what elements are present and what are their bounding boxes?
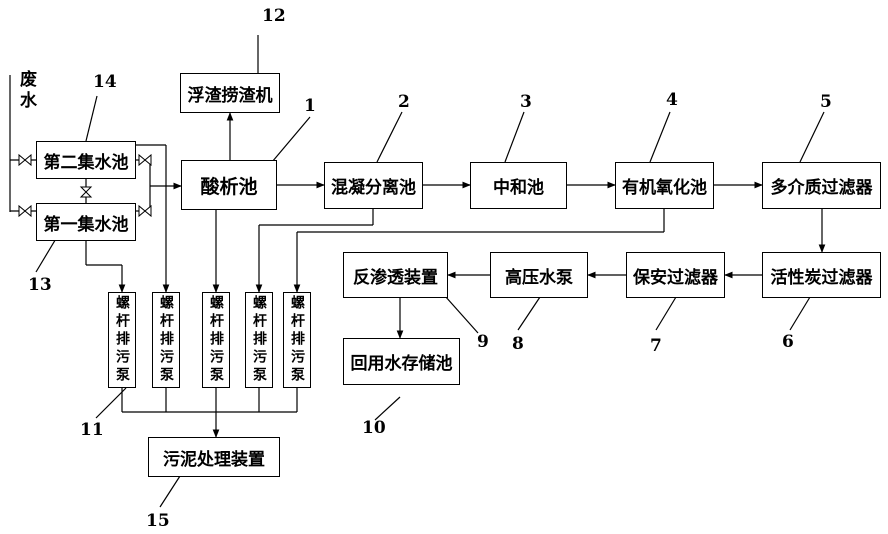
waste-water-label: 废水 bbox=[16, 70, 36, 112]
second-collection-tank: 第二集水池 bbox=[36, 141, 136, 179]
ref-number-4: 4 bbox=[666, 90, 678, 110]
reuse-water-storage-tank: 回用水存储池 bbox=[343, 338, 460, 385]
valve-icon bbox=[79, 186, 93, 198]
screw-sludge-pump-1: 螺杆排污泵 bbox=[108, 292, 136, 388]
ref-number-15: 15 bbox=[146, 511, 170, 531]
acidification-tank: 酸析池 bbox=[181, 160, 277, 210]
ref-number-7: 7 bbox=[650, 336, 662, 356]
ref-number-12: 12 bbox=[262, 6, 286, 26]
ref-number-10: 10 bbox=[362, 418, 386, 438]
reverse-osmosis-unit: 反渗透装置 bbox=[343, 252, 448, 298]
activated-carbon-filter: 活性炭过滤器 bbox=[762, 252, 881, 298]
ref-number-8: 8 bbox=[512, 334, 524, 354]
ref-number-3: 3 bbox=[520, 92, 532, 112]
ref-number-1: 1 bbox=[304, 96, 316, 116]
organic-oxidation-tank: 有机氧化池 bbox=[615, 162, 714, 209]
screw-sludge-pump-5: 螺杆排污泵 bbox=[283, 292, 311, 388]
valve-icon bbox=[138, 153, 152, 167]
valve-icon bbox=[18, 204, 32, 218]
scum-skimmer: 浮渣捞渣机 bbox=[180, 73, 280, 113]
screw-sludge-pump-3: 螺杆排污泵 bbox=[202, 292, 230, 388]
high-pressure-pump: 高压水泵 bbox=[490, 252, 588, 298]
screw-sludge-pump-2: 螺杆排污泵 bbox=[152, 292, 180, 388]
multimedia-filter: 多介质过滤器 bbox=[762, 162, 881, 209]
ref-number-6: 6 bbox=[782, 332, 794, 352]
valve-icon bbox=[138, 204, 152, 218]
neutralization-tank: 中和池 bbox=[470, 162, 567, 209]
first-collection-tank: 第一集水池 bbox=[36, 203, 136, 241]
valve-icon bbox=[18, 153, 32, 167]
ref-number-2: 2 bbox=[398, 92, 410, 112]
ref-number-5: 5 bbox=[820, 92, 832, 112]
ref-number-11: 11 bbox=[80, 420, 104, 440]
ref-number-9: 9 bbox=[477, 332, 489, 352]
coagulation-separation-tank: 混凝分离池 bbox=[324, 162, 423, 209]
ref-number-13: 13 bbox=[28, 275, 52, 295]
screw-sludge-pump-4: 螺杆排污泵 bbox=[245, 292, 273, 388]
ref-number-14: 14 bbox=[93, 72, 117, 92]
security-filter: 保安过滤器 bbox=[626, 252, 725, 298]
sludge-treatment-device: 污泥处理装置 bbox=[148, 437, 280, 477]
